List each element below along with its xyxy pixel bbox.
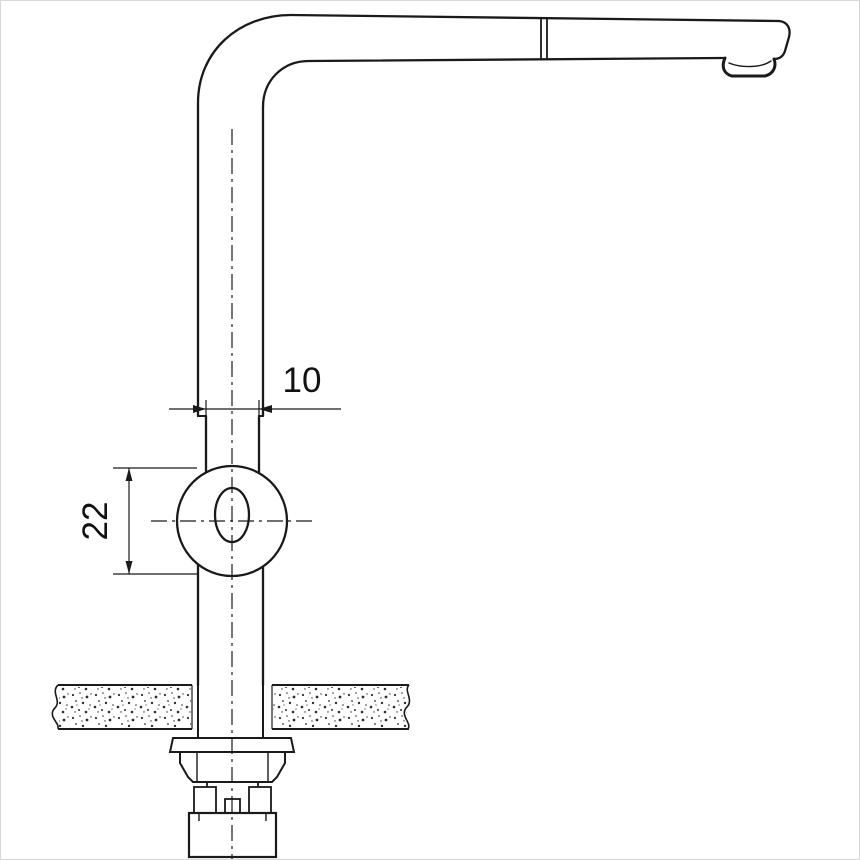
spout-end-cap — [772, 19, 791, 61]
shank-through-counter — [197, 685, 264, 738]
pullout-head-seam — [540, 17, 548, 60]
faucet-outline — [196, 13, 791, 687]
dim10-arrow-right — [259, 405, 272, 413]
countertop — [51, 684, 411, 730]
connection-block-tabs — [198, 813, 267, 821]
dim22-extension-lines — [113, 467, 197, 575]
counter-break-line-right — [403, 684, 411, 730]
mounting-nut-flats — [196, 752, 269, 782]
dim10-arrow-left — [193, 405, 206, 413]
dimension-neck-width: 10 — [169, 361, 341, 416]
lower-pipe-walls — [196, 562, 265, 687]
dimension-22-label: 22 — [76, 502, 115, 541]
dim22-arrow-top — [125, 468, 133, 481]
aerator-inner-line — [728, 60, 772, 68]
countertop-right-fill — [273, 687, 407, 727]
hose-connector-left — [193, 786, 217, 814]
aerator — [721, 56, 777, 78]
spout-inner-contour — [261, 56, 725, 418]
hose-connector-right — [248, 786, 272, 814]
counter-break-line-left — [51, 684, 59, 730]
dim10-extension-lines — [205, 400, 260, 416]
counter-hole-edges — [191, 685, 273, 729]
neck-walls — [204, 414, 261, 476]
dim22-arrow-bottom — [125, 561, 133, 574]
centerlines — [151, 129, 316, 859]
countertop-left-fill — [59, 687, 191, 727]
spout-outer-contour — [196, 13, 781, 418]
dimension-body-diameter: 22 — [76, 467, 197, 575]
dimension-10-label: 10 — [283, 361, 322, 400]
